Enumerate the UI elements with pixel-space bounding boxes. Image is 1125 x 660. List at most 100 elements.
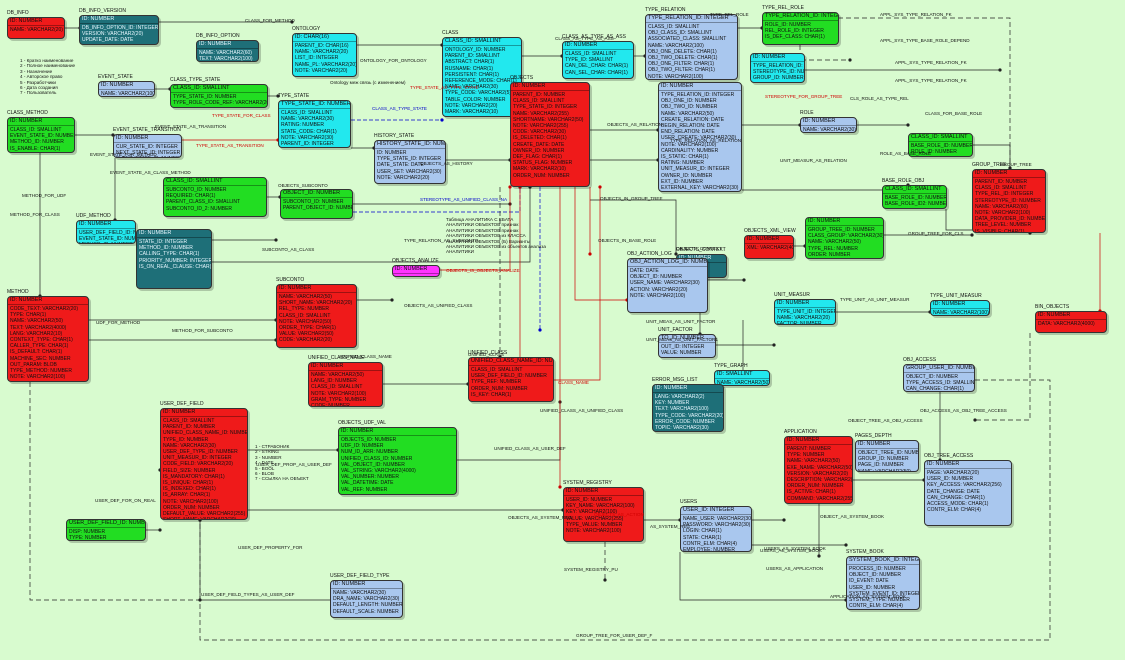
entity-field: CLASS_ID: SMALLINT	[163, 418, 215, 424]
entity-field: GROUP_ID: NUMBER	[858, 456, 909, 463]
entity-objects-analize[interactable]: ID: NUMBER	[392, 265, 440, 277]
entity-field: BASE_ROLE_ID: NUMBER	[911, 143, 972, 149]
entity-name-users: USERS	[680, 499, 698, 505]
entity-field: UNIT_MEASUR_ID: INTEGER	[163, 455, 232, 462]
relationship-endpoint	[440, 118, 444, 122]
entity-key-field: ID: NUMBER	[775, 300, 835, 308]
entity-name-objects-xml-view: OBJECTS_XML_VIEW	[744, 228, 796, 234]
relationship-line	[440, 187, 511, 271]
entity-field: IS_UNIQUE: CHAR(1)	[163, 480, 214, 487]
entity-name-history-state: HISTORY_STATE	[374, 133, 415, 139]
entity-field: CONTR_ELM: CHAR(4)	[849, 603, 903, 610]
entity-field: CONTR_ELM: CHAR(4)	[683, 540, 737, 547]
entity-key-field: ID: NUMBER	[8, 118, 74, 126]
entity-ontology[interactable]: ID: CHAR(16)PARENT_ID: CHAR(16)NAME: VAR…	[292, 33, 357, 77]
entity-field: TYPE_REL: NUMBER	[808, 245, 859, 252]
entity-name-unified-class-name: UNIFIED_CLASS_NAME	[308, 355, 365, 361]
entity-key-field: ID: NUMBER	[309, 363, 382, 371]
entity-field: EXT_ID: NUMBER	[661, 178, 703, 185]
entity-field: EXE_NAME: VARCHAR2(50)	[787, 464, 852, 471]
entity-name-type-rel-role: TYPE_REL_ROLE	[762, 5, 804, 11]
entity-key-field: ID: NUMBER	[563, 42, 633, 50]
entity-fields: NAME_USER: VARCHAR2(30)PASSWORD: VARCHAR…	[681, 515, 751, 551]
relationship-label: STEREOTYPE_AS_UNIFIED_CLASS_NA	[420, 197, 508, 202]
entity-field: MARK: VARCHAR2(10)	[445, 109, 498, 116]
entity-key-field: SYSTEM_BOOK_ID: INTEGER	[847, 557, 919, 565]
entity-field: DEFAULT_VALUE: VARCHAR2(255)	[163, 511, 246, 518]
entity-field: TYPE_RELATION_ID: INTEGER	[753, 63, 804, 69]
diagram-note: 1 - СТРАБОНИК 2 - STRING 3 - NUMBER 4 - …	[255, 444, 309, 482]
entity-field: GROUP_ID: NUMBER	[753, 75, 804, 82]
relationship-label: USER_DEF_PROP_AS_USER_DEF	[256, 462, 332, 467]
entity-fields: TYPE_RELATION_ID: INTEGERSTEREOTYPE_ID: …	[751, 62, 804, 82]
entity-field: NAME: VARCHAR2(100)	[101, 91, 154, 97]
entity-field: NAME: VARCHAR2(50)	[311, 372, 364, 378]
relationship-label: GROUP_TREE_FOR_CLS	[908, 231, 964, 236]
entity-name-pages-depth: PAGES_DEPTH	[855, 433, 892, 439]
relationship-label: USER_DEF_FOR_ON_REAL	[95, 498, 156, 503]
entity-field: ABSTRACT: CHAR(1)	[445, 59, 495, 66]
entity-key-field: ID: NUMBER	[806, 218, 883, 226]
entity-name-method: METHOD	[7, 289, 29, 295]
entity-field: PARENT_ID: NUMBER	[513, 92, 566, 98]
entity-field: OBJ_ONE_FILTER: CHAR(1)	[648, 61, 715, 68]
relationship-label: UNIFIED_CLASS_NAME	[340, 354, 392, 359]
relationship-label: CLASS_AS_TYPE_STATE	[372, 106, 427, 111]
entity-field: VERSION: VARCHAR2(20)	[787, 470, 849, 477]
entity-field: NOTE: VARCHAR2(20)	[445, 102, 498, 109]
entity-field: NAME: VARCHAR2(20)	[10, 27, 63, 33]
entity-name-bin-objects: BIN_OBJECTS	[1035, 304, 1070, 310]
relationship-line	[975, 333, 1031, 421]
